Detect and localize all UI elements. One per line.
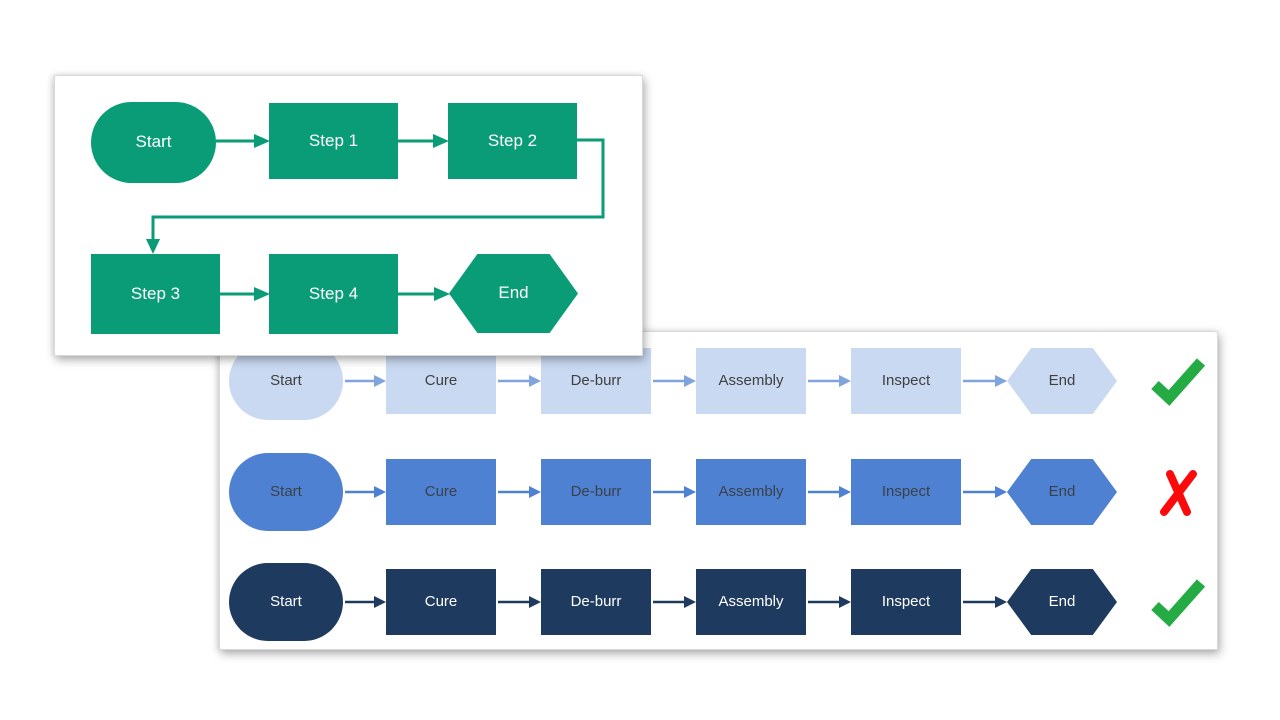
flow-node-end: End <box>449 254 578 333</box>
node-label: Step 3 <box>130 283 181 303</box>
node-label: Assembly <box>718 482 784 500</box>
node-label: Cure <box>424 592 458 610</box>
flow-node-end: End <box>1007 569 1117 635</box>
node-label: Cure <box>424 371 458 389</box>
flow-node-inspect: Inspect <box>851 348 961 414</box>
flow-node-start: Start <box>91 102 216 183</box>
flow-node-inspect: Inspect <box>851 569 961 635</box>
node-label: End <box>1048 482 1076 500</box>
result-pass <box>1142 355 1214 407</box>
node-label: Start <box>270 482 302 500</box>
x-icon <box>1160 470 1197 516</box>
flow-node-assembly: Assembly <box>696 348 806 414</box>
flow-node-assembly: Assembly <box>696 569 806 635</box>
node-label: Inspect <box>881 592 931 610</box>
node-label: Step 1 <box>308 130 359 150</box>
node-label: Inspect <box>881 371 931 389</box>
node-label: Step 4 <box>308 283 359 303</box>
check-icon <box>1151 358 1206 406</box>
flow-node-step-3: Step 3 <box>91 254 220 334</box>
arrowhead-icon <box>433 134 449 148</box>
flow-node-cure: Cure <box>386 569 496 635</box>
node-label: Assembly <box>718 371 784 389</box>
node-label: End <box>498 283 529 303</box>
node-label: De-burr <box>570 592 622 610</box>
arrowhead-down-icon <box>146 239 160 254</box>
flow-node-start: Start <box>229 453 343 531</box>
result-fail <box>1142 466 1214 518</box>
node-label: Start <box>270 592 302 610</box>
node-label: Start <box>270 371 302 389</box>
flow-node-step-4: Step 4 <box>269 254 398 334</box>
node-label: Start <box>135 132 172 152</box>
flow-node-de-burr: De-burr <box>541 569 651 635</box>
node-label: Step 2 <box>487 130 538 150</box>
flow-node-start: Start <box>229 563 343 641</box>
flow-node-cure: Cure <box>386 348 496 414</box>
flow-node-inspect: Inspect <box>851 459 961 525</box>
node-label: De-burr <box>570 482 622 500</box>
check-icon <box>1151 579 1206 627</box>
node-label: Assembly <box>718 592 784 610</box>
flow-node-end: End <box>1007 459 1117 525</box>
flow-node-de-burr: De-burr <box>541 348 651 414</box>
node-label: End <box>1048 592 1076 610</box>
arrowhead-icon <box>254 287 270 301</box>
flow-node-de-burr: De-burr <box>541 459 651 525</box>
panel-basic-flowchart: Start Step 1 Step 2 Step 3 Step 4 End <box>54 75 643 356</box>
flow-node-assembly: Assembly <box>696 459 806 525</box>
node-label: Inspect <box>881 482 931 500</box>
flow-node-step-2: Step 2 <box>448 103 577 179</box>
flow-node-end: End <box>1007 348 1117 414</box>
panel-process-comparison: Start Cure De-burr Assembly Inspect End … <box>219 331 1218 650</box>
node-label: De-burr <box>570 371 622 389</box>
flow-node-step-1: Step 1 <box>269 103 398 179</box>
flow-node-cure: Cure <box>386 459 496 525</box>
arrowhead-icon <box>254 134 270 148</box>
node-label: Cure <box>424 482 458 500</box>
arrowhead-icon <box>434 287 450 301</box>
result-pass <box>1142 576 1214 628</box>
node-label: End <box>1048 371 1076 389</box>
